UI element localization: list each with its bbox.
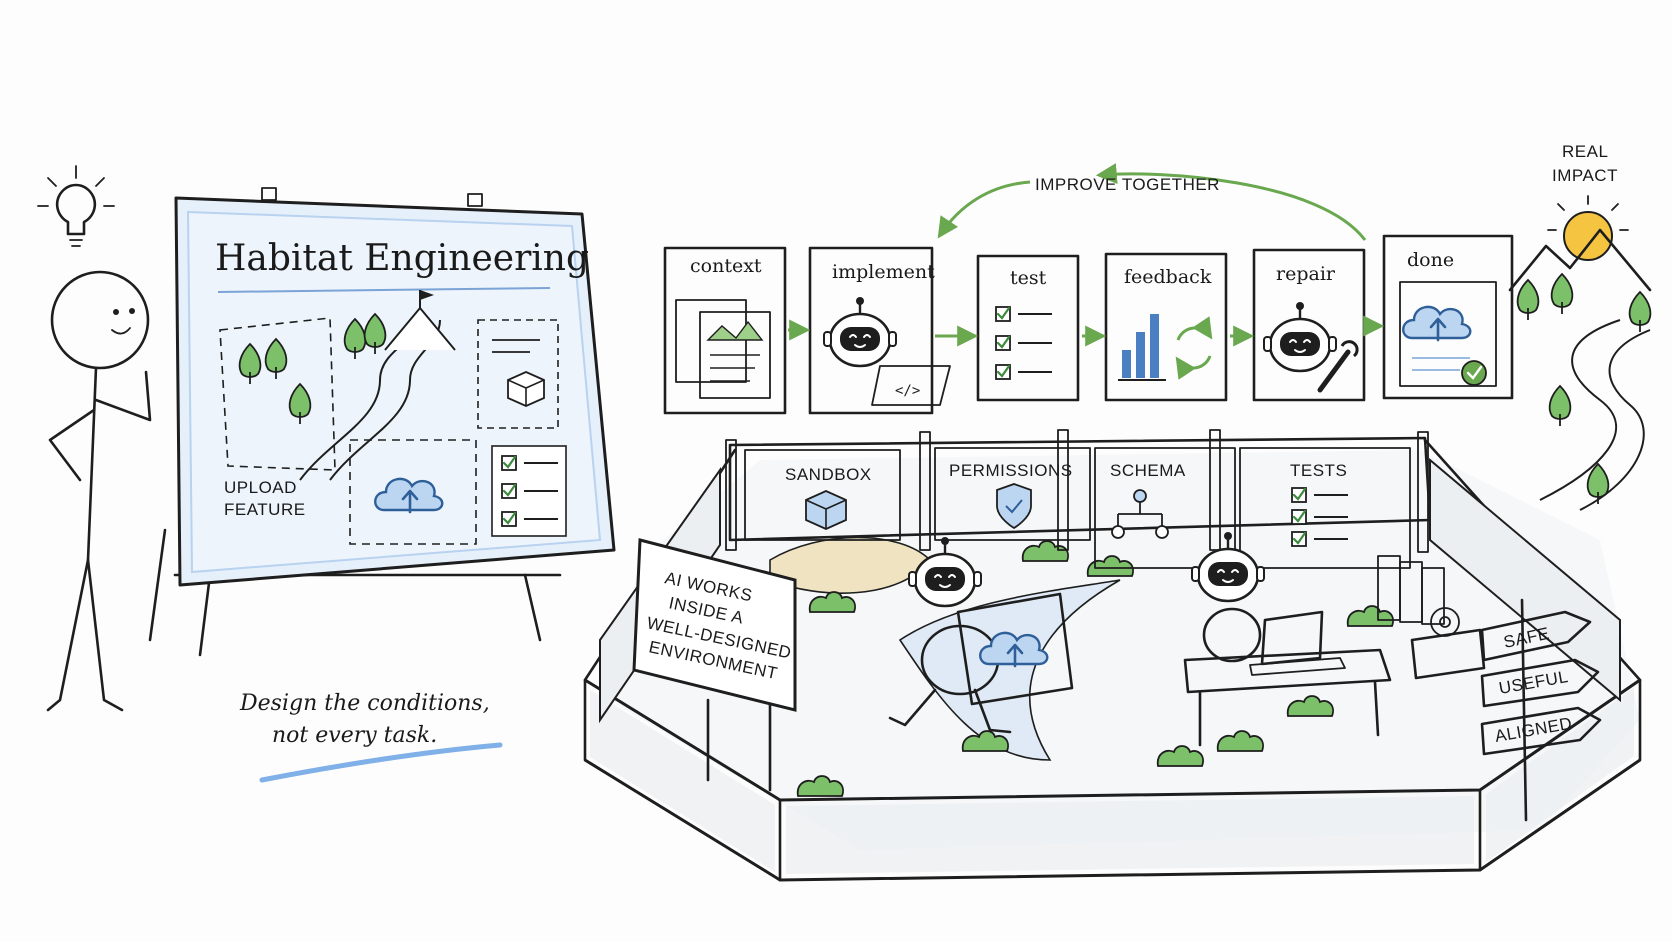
signpost-aligned	[1480, 706, 1602, 756]
panel-sandbox: SANDBOX	[744, 449, 901, 541]
robot-at-desk	[1183, 530, 1392, 747]
enclosure	[583, 436, 1642, 882]
impact-line-2: IMPACT	[1552, 166, 1618, 185]
panel-schema: SCHEMA	[1094, 447, 1236, 569]
robot-carrying-upload	[888, 535, 1074, 734]
feedback-bar	[1136, 332, 1145, 378]
panel-label-tests: TESTS	[1290, 461, 1347, 480]
code-icon: </>	[895, 383, 920, 399]
workflow-steps: context implement </> test feedback	[663, 234, 1514, 415]
sun-icon	[1547, 195, 1629, 261]
step-label-repair: repair	[1276, 263, 1336, 285]
ai-works-sign: AI WORKS INSIDE A WELL-DESIGNED ENVIRONM…	[632, 538, 797, 792]
gear-icon	[1430, 607, 1460, 637]
step-label-done: done	[1407, 249, 1454, 271]
real-impact-scene: REAL IMPACT	[1508, 142, 1652, 511]
step-label-test: test	[1010, 267, 1047, 289]
step-label-context: context	[690, 255, 762, 277]
feedback-bar	[1122, 350, 1131, 378]
board-upload-label: UPLOAD	[224, 478, 297, 497]
environment-panels: SANDBOX PERMISSIONS SCHEMA TESTS	[725, 429, 1429, 569]
supplies	[1377, 555, 1486, 680]
panel-label-permissions: PERMISSIONS	[949, 461, 1073, 480]
step-card-test: test	[976, 254, 1080, 402]
step-card-repair: repair	[1252, 248, 1366, 402]
step-card-feedback: feedback	[1104, 252, 1228, 402]
board-title: Habitat Engineering	[215, 238, 589, 279]
panel-tests: TESTS	[1239, 447, 1411, 569]
board-feature-label: FEATURE	[224, 500, 306, 519]
panel-permissions: PERMISSIONS	[934, 447, 1091, 541]
fence-posts	[725, 429, 1429, 553]
shield-icon	[996, 483, 1032, 530]
step-label-feedback: feedback	[1124, 266, 1212, 288]
impact-line-1: REAL	[1562, 142, 1608, 161]
panel-label-sandbox: SANDBOX	[785, 465, 872, 484]
tagline-line-2: not every task.	[272, 723, 437, 748]
improve-together-loop: IMPROVE TOGETHER	[937, 163, 1367, 241]
signpost-useful	[1480, 658, 1600, 708]
feedback-bar	[1150, 314, 1159, 378]
lightbulb-icon	[37, 165, 115, 247]
step-card-implement: implement </>	[808, 246, 951, 415]
signpost-safe	[1480, 610, 1592, 662]
tagline: Design the conditions, not every task.	[239, 691, 503, 783]
stick-figure	[46, 270, 152, 712]
step-card-done: done	[1382, 234, 1514, 400]
whiteboard: Habitat Engineering UPLOAD FEATURE	[174, 196, 616, 587]
improve-together-label: IMPROVE TOGETHER	[1035, 175, 1220, 194]
panel-label-schema: SCHEMA	[1110, 461, 1186, 480]
step-card-context: context	[663, 246, 787, 415]
step-label-implement: implement	[832, 261, 935, 283]
tagline-line-1: Design the conditions,	[239, 691, 490, 716]
